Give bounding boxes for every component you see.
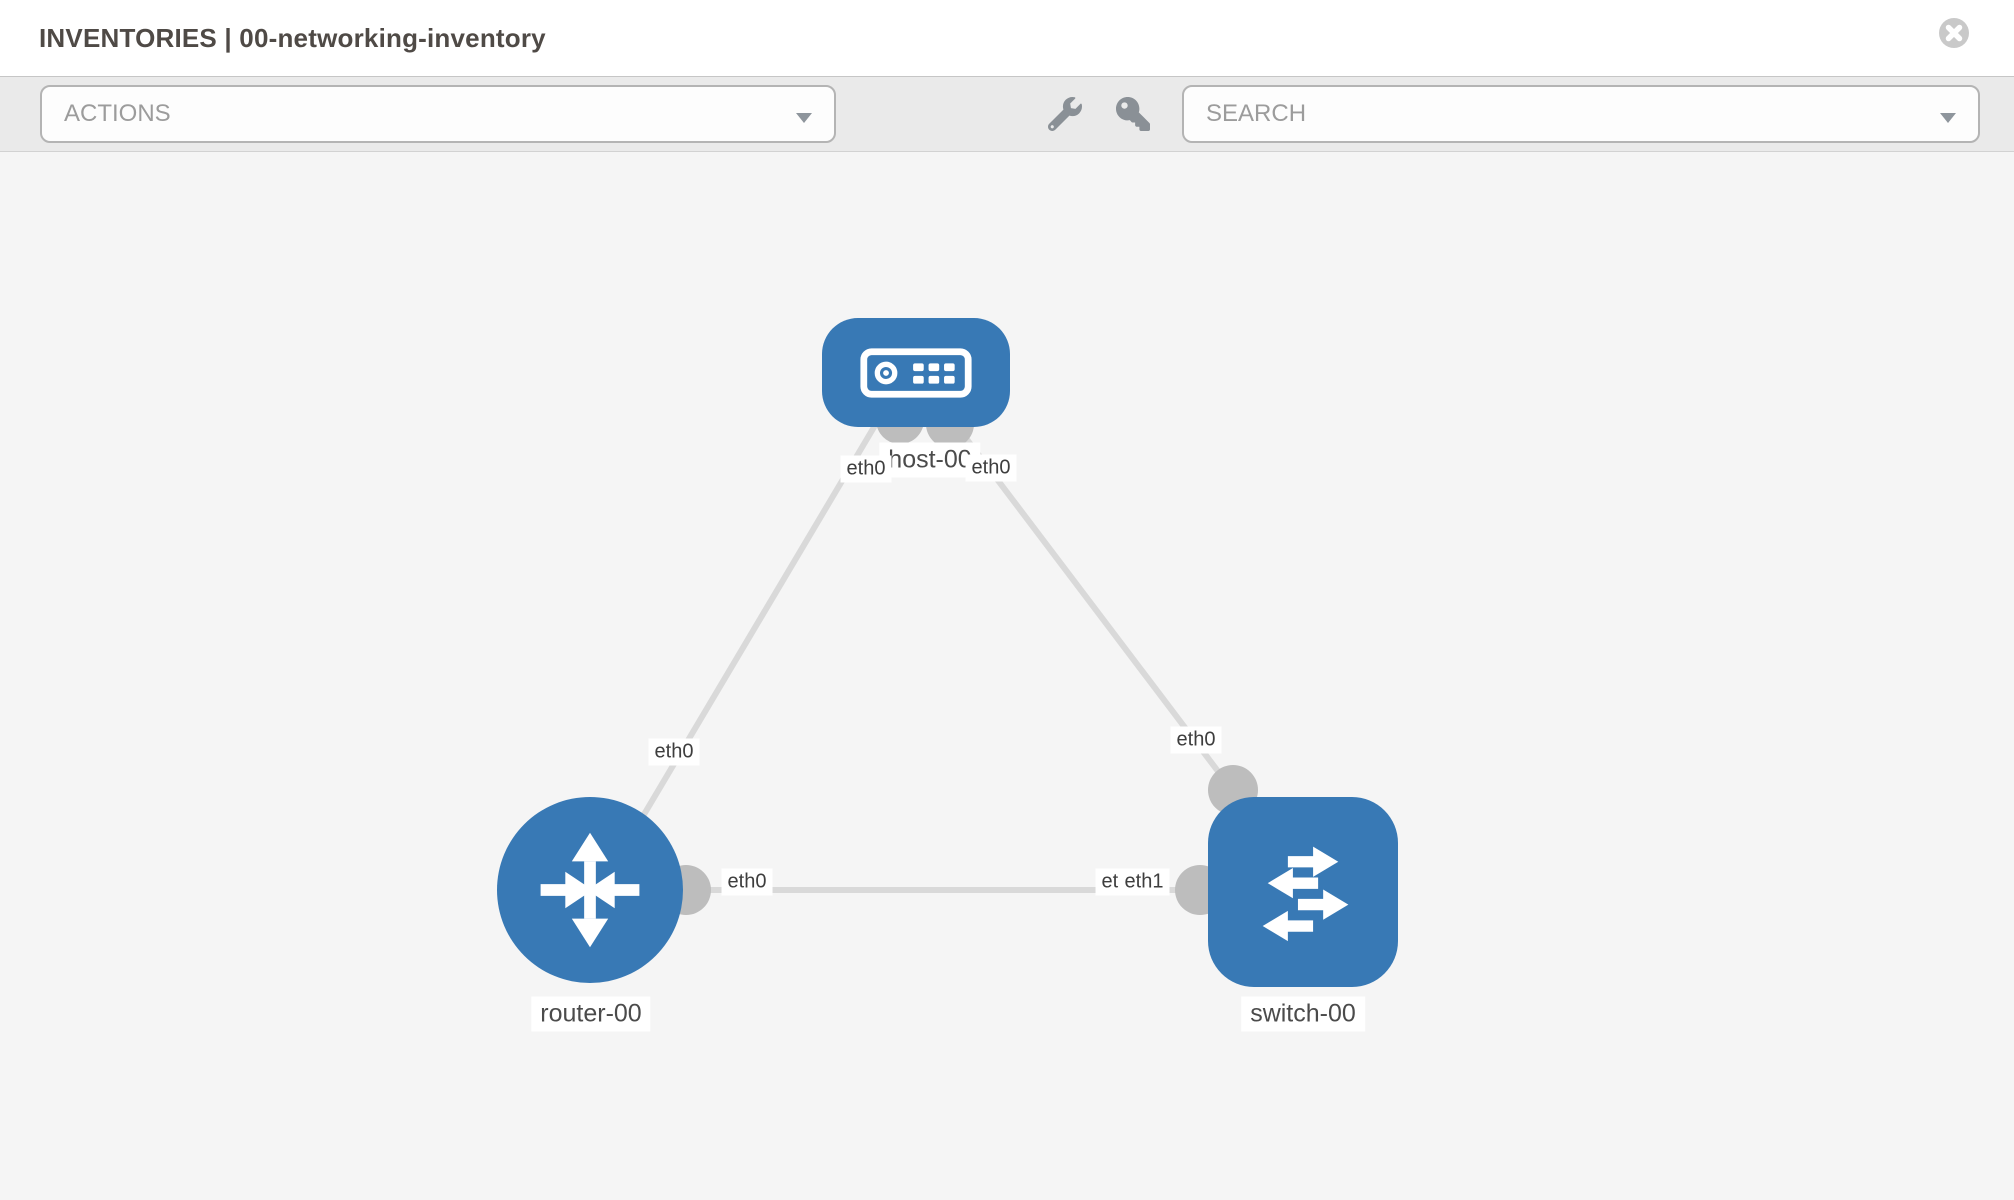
switch-icon — [1262, 846, 1349, 942]
wrench-button[interactable] — [1047, 97, 1084, 133]
router-icon — [540, 832, 640, 948]
interface-label: eth0 — [1170, 726, 1222, 754]
interface-label: eth0 — [965, 454, 1017, 482]
node-label-host: host-00 — [879, 442, 981, 478]
node-switch-00[interactable] — [1208, 797, 1398, 987]
actions-dropdown[interactable]: ACTIONS — [40, 85, 836, 143]
search-dropdown-label: SEARCH — [1206, 100, 1307, 127]
interface-label: eth0 — [648, 738, 700, 766]
node-label-switch: switch-00 — [1241, 996, 1365, 1032]
search-dropdown[interactable]: SEARCH — [1182, 85, 1980, 143]
wrench-icon — [1047, 97, 1082, 132]
header: INVENTORIES | 00-networking-inventory — [0, 0, 2014, 77]
node-label-router: router-00 — [531, 996, 651, 1032]
key-icon — [1116, 97, 1150, 131]
node-host-00[interactable] — [822, 318, 1010, 427]
links-layer — [592, 396, 1300, 915]
topology-canvas[interactable]: host-00 router-00 switch-00 eth0 eth0 et… — [0, 152, 2014, 1200]
actions-dropdown-label: ACTIONS — [64, 100, 171, 127]
chevron-down-icon — [1940, 110, 1956, 128]
node-router-00[interactable] — [497, 797, 683, 983]
host-icon — [860, 347, 972, 398]
chevron-down-icon — [796, 110, 812, 128]
interface-label: eth0 — [721, 868, 773, 896]
key-button[interactable] — [1116, 97, 1152, 133]
interface-label: eth1 — [1118, 868, 1170, 896]
close-icon — [1939, 18, 1969, 48]
toolbar: ACTIONS SEARCH — [0, 77, 2014, 152]
page-title: INVENTORIES | 00-networking-inventory — [39, 23, 546, 53]
close-button[interactable] — [1938, 17, 1970, 49]
interface-label: eth0 — [840, 455, 892, 483]
